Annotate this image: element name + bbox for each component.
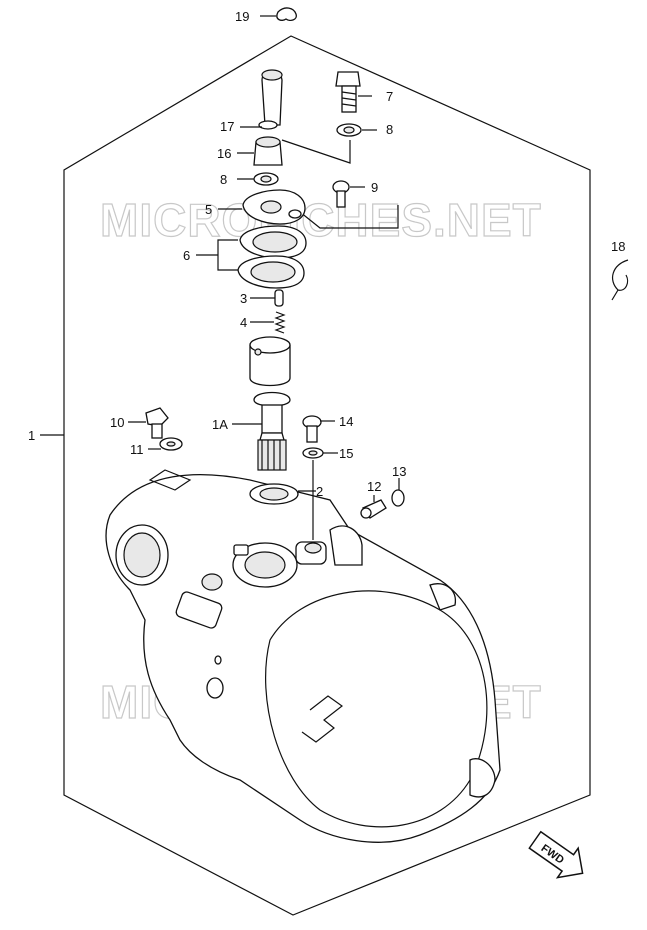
fwd-arrow-icon: FWD bbox=[528, 830, 584, 879]
part-4-spring bbox=[274, 311, 286, 334]
part-3-pin bbox=[274, 289, 284, 307]
callout-15: 15 bbox=[339, 446, 353, 461]
callout-12: 12 bbox=[367, 479, 381, 494]
callout-8-upper: 8 bbox=[386, 122, 393, 137]
part-17-hose bbox=[258, 69, 283, 130]
part-8-washer-upper bbox=[336, 123, 362, 137]
clutch-cover bbox=[105, 469, 501, 843]
callout-11: 11 bbox=[130, 442, 144, 457]
callout-19: 19 bbox=[235, 9, 249, 24]
part-13-o-ring bbox=[391, 489, 405, 507]
part-9-screw bbox=[332, 180, 350, 208]
part-2-seal bbox=[249, 483, 299, 505]
callout-2: 2 bbox=[316, 484, 323, 499]
part-7-bolt bbox=[335, 71, 361, 113]
callout-16: 16 bbox=[217, 146, 231, 161]
part-15-washer bbox=[302, 447, 324, 459]
part-14-screw bbox=[302, 415, 322, 443]
callout-3: 3 bbox=[240, 291, 247, 306]
part-5-flange bbox=[242, 189, 306, 225]
callout-10: 10 bbox=[110, 415, 124, 430]
callout-7: 7 bbox=[386, 89, 393, 104]
part-6-gasket-lower bbox=[237, 255, 305, 289]
callout-5: 5 bbox=[205, 202, 212, 217]
callout-1: 1 bbox=[28, 428, 35, 443]
part-19-cap bbox=[276, 7, 297, 21]
part-10-drain-bolt bbox=[145, 407, 169, 439]
part-11-washer bbox=[159, 437, 183, 451]
part-6-gasket-upper bbox=[239, 225, 307, 259]
callout-8-lower: 8 bbox=[220, 172, 227, 187]
callout-9: 9 bbox=[371, 180, 378, 195]
callout-4: 4 bbox=[240, 315, 247, 330]
callout-1a: 1A bbox=[212, 417, 228, 432]
assembly-outline bbox=[63, 35, 591, 916]
part-16-fitting bbox=[253, 136, 283, 166]
part-18-clip bbox=[611, 259, 629, 301]
plunger-cylinder bbox=[249, 336, 291, 387]
watermark-top: MICROFICHES.NET bbox=[100, 194, 542, 246]
callout-17: 17 bbox=[220, 119, 234, 134]
part-12-dowel bbox=[360, 499, 387, 519]
part-1a-shaft bbox=[253, 391, 291, 471]
callout-18: 18 bbox=[611, 239, 625, 254]
part-8-washer-lower bbox=[253, 172, 279, 186]
callout-13: 13 bbox=[392, 464, 406, 479]
callout-6: 6 bbox=[183, 248, 190, 263]
callout-14: 14 bbox=[339, 414, 353, 429]
